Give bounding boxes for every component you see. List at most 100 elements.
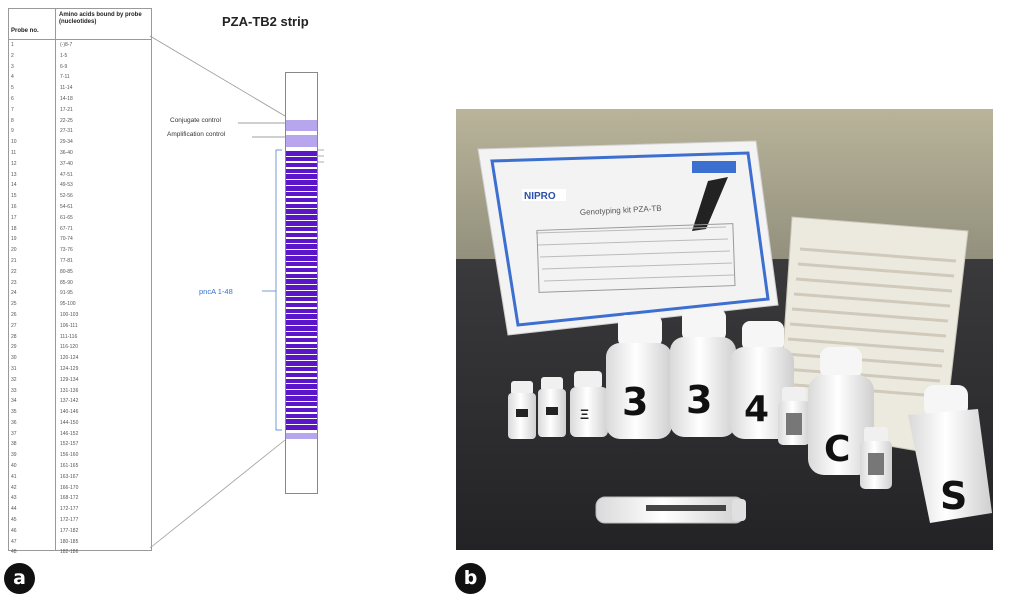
test-strip xyxy=(285,72,318,494)
probe-band xyxy=(286,285,317,290)
table-row: 7 17-21 xyxy=(9,105,151,116)
probe-number: 42 xyxy=(11,484,17,491)
probe-number: 26 xyxy=(11,311,17,318)
bottle-c: C xyxy=(808,347,874,475)
probe-number: 22 xyxy=(11,268,17,275)
connector-bottom xyxy=(149,439,286,549)
bottle-3-b: 3 xyxy=(670,309,736,437)
probe-band xyxy=(286,256,317,261)
probe-band xyxy=(286,308,317,314)
probe-number: 7 xyxy=(11,106,14,113)
probe-number: 5 xyxy=(11,85,14,92)
panel-a-badge: a xyxy=(4,563,35,594)
vial-small-2 xyxy=(538,377,566,437)
table-row: 6 14-18 xyxy=(9,94,151,105)
probe-number: 28 xyxy=(11,333,17,340)
kit-photo: NIPRO Genotyping kit PZA-TB xyxy=(456,109,993,550)
table-row: 22 80-85 xyxy=(9,267,151,278)
probe-band xyxy=(286,156,317,162)
probe-range: 1-5 xyxy=(60,52,68,59)
probe-band xyxy=(286,326,317,331)
probe-range: 95-100 xyxy=(60,301,76,308)
probe-range: 29-34 xyxy=(60,139,73,146)
probe-band xyxy=(286,261,317,267)
probe-band xyxy=(286,407,317,413)
probe-range: 156-160 xyxy=(60,452,79,459)
probe-range: 80-85 xyxy=(60,268,73,275)
probe-number: 17 xyxy=(11,214,17,221)
probe-band xyxy=(286,291,317,296)
probe-band xyxy=(286,279,317,284)
probe-number: 48 xyxy=(11,549,17,556)
probe-number: 47 xyxy=(11,538,17,545)
probe-number: 4 xyxy=(11,74,14,81)
probe-range: 177-182 xyxy=(60,527,79,534)
probe-number: 1 xyxy=(11,42,14,48)
probe-range: 17-21 xyxy=(60,106,73,113)
probe-band xyxy=(286,215,317,220)
vial-small-3: Ξ xyxy=(570,371,608,437)
probe-range: 14-18 xyxy=(60,95,73,102)
probe-band xyxy=(286,186,317,191)
probe-number: 35 xyxy=(11,409,17,416)
probe-number: 24 xyxy=(11,290,17,297)
probe-band xyxy=(286,162,317,168)
pnca-bracket xyxy=(275,149,282,431)
sample-tube xyxy=(595,496,746,524)
probe-band xyxy=(286,314,317,319)
probe-range: 47-51 xyxy=(60,171,73,178)
probe-band xyxy=(286,396,317,401)
probe-range: 180-185 xyxy=(60,538,79,545)
probe-band xyxy=(286,296,317,302)
probe-number: 11 xyxy=(11,149,17,156)
probe-band xyxy=(286,366,317,372)
kit-brand-text: NIPRO xyxy=(524,191,556,202)
probe-number: 43 xyxy=(11,495,17,502)
probe-range: 54-61 xyxy=(60,203,73,210)
probe-range: (-)8-7 xyxy=(60,42,73,48)
probe-number: 27 xyxy=(11,322,17,329)
probe-range: 52-56 xyxy=(60,193,73,200)
probe-table-header: Probe no. Amino acids bound by probe (nu… xyxy=(9,9,151,40)
probe-number: 6 xyxy=(11,95,14,102)
probe-number: 9 xyxy=(11,128,14,135)
probe-range: 152-157 xyxy=(60,441,79,448)
table-row: 1 (-)8-7 xyxy=(9,40,151,51)
probe-range: 129-134 xyxy=(60,376,79,383)
probe-number: 45 xyxy=(11,517,17,524)
table-divider xyxy=(55,9,56,550)
kit-box: NIPRO Genotyping kit PZA-TB xyxy=(477,140,779,336)
strip-ticks xyxy=(318,149,324,163)
probe-range: 182-186 xyxy=(60,549,79,556)
probe-band xyxy=(286,331,317,337)
kit-name-text: Genotyping kit PZA-TB xyxy=(580,204,662,217)
probe-range: 73-76 xyxy=(60,247,73,254)
pnca-label: pncA 1-48 xyxy=(199,287,233,296)
probe-number: 33 xyxy=(11,387,17,394)
panel-b-badge: b xyxy=(455,563,486,594)
probe-band xyxy=(286,151,317,156)
probe-band xyxy=(286,302,317,308)
bottle-3-a-label: 3 xyxy=(622,380,648,424)
probe-range: 70-74 xyxy=(60,236,73,243)
bottle-s-label: S xyxy=(940,474,967,518)
probe-range: 91-95 xyxy=(60,290,73,297)
